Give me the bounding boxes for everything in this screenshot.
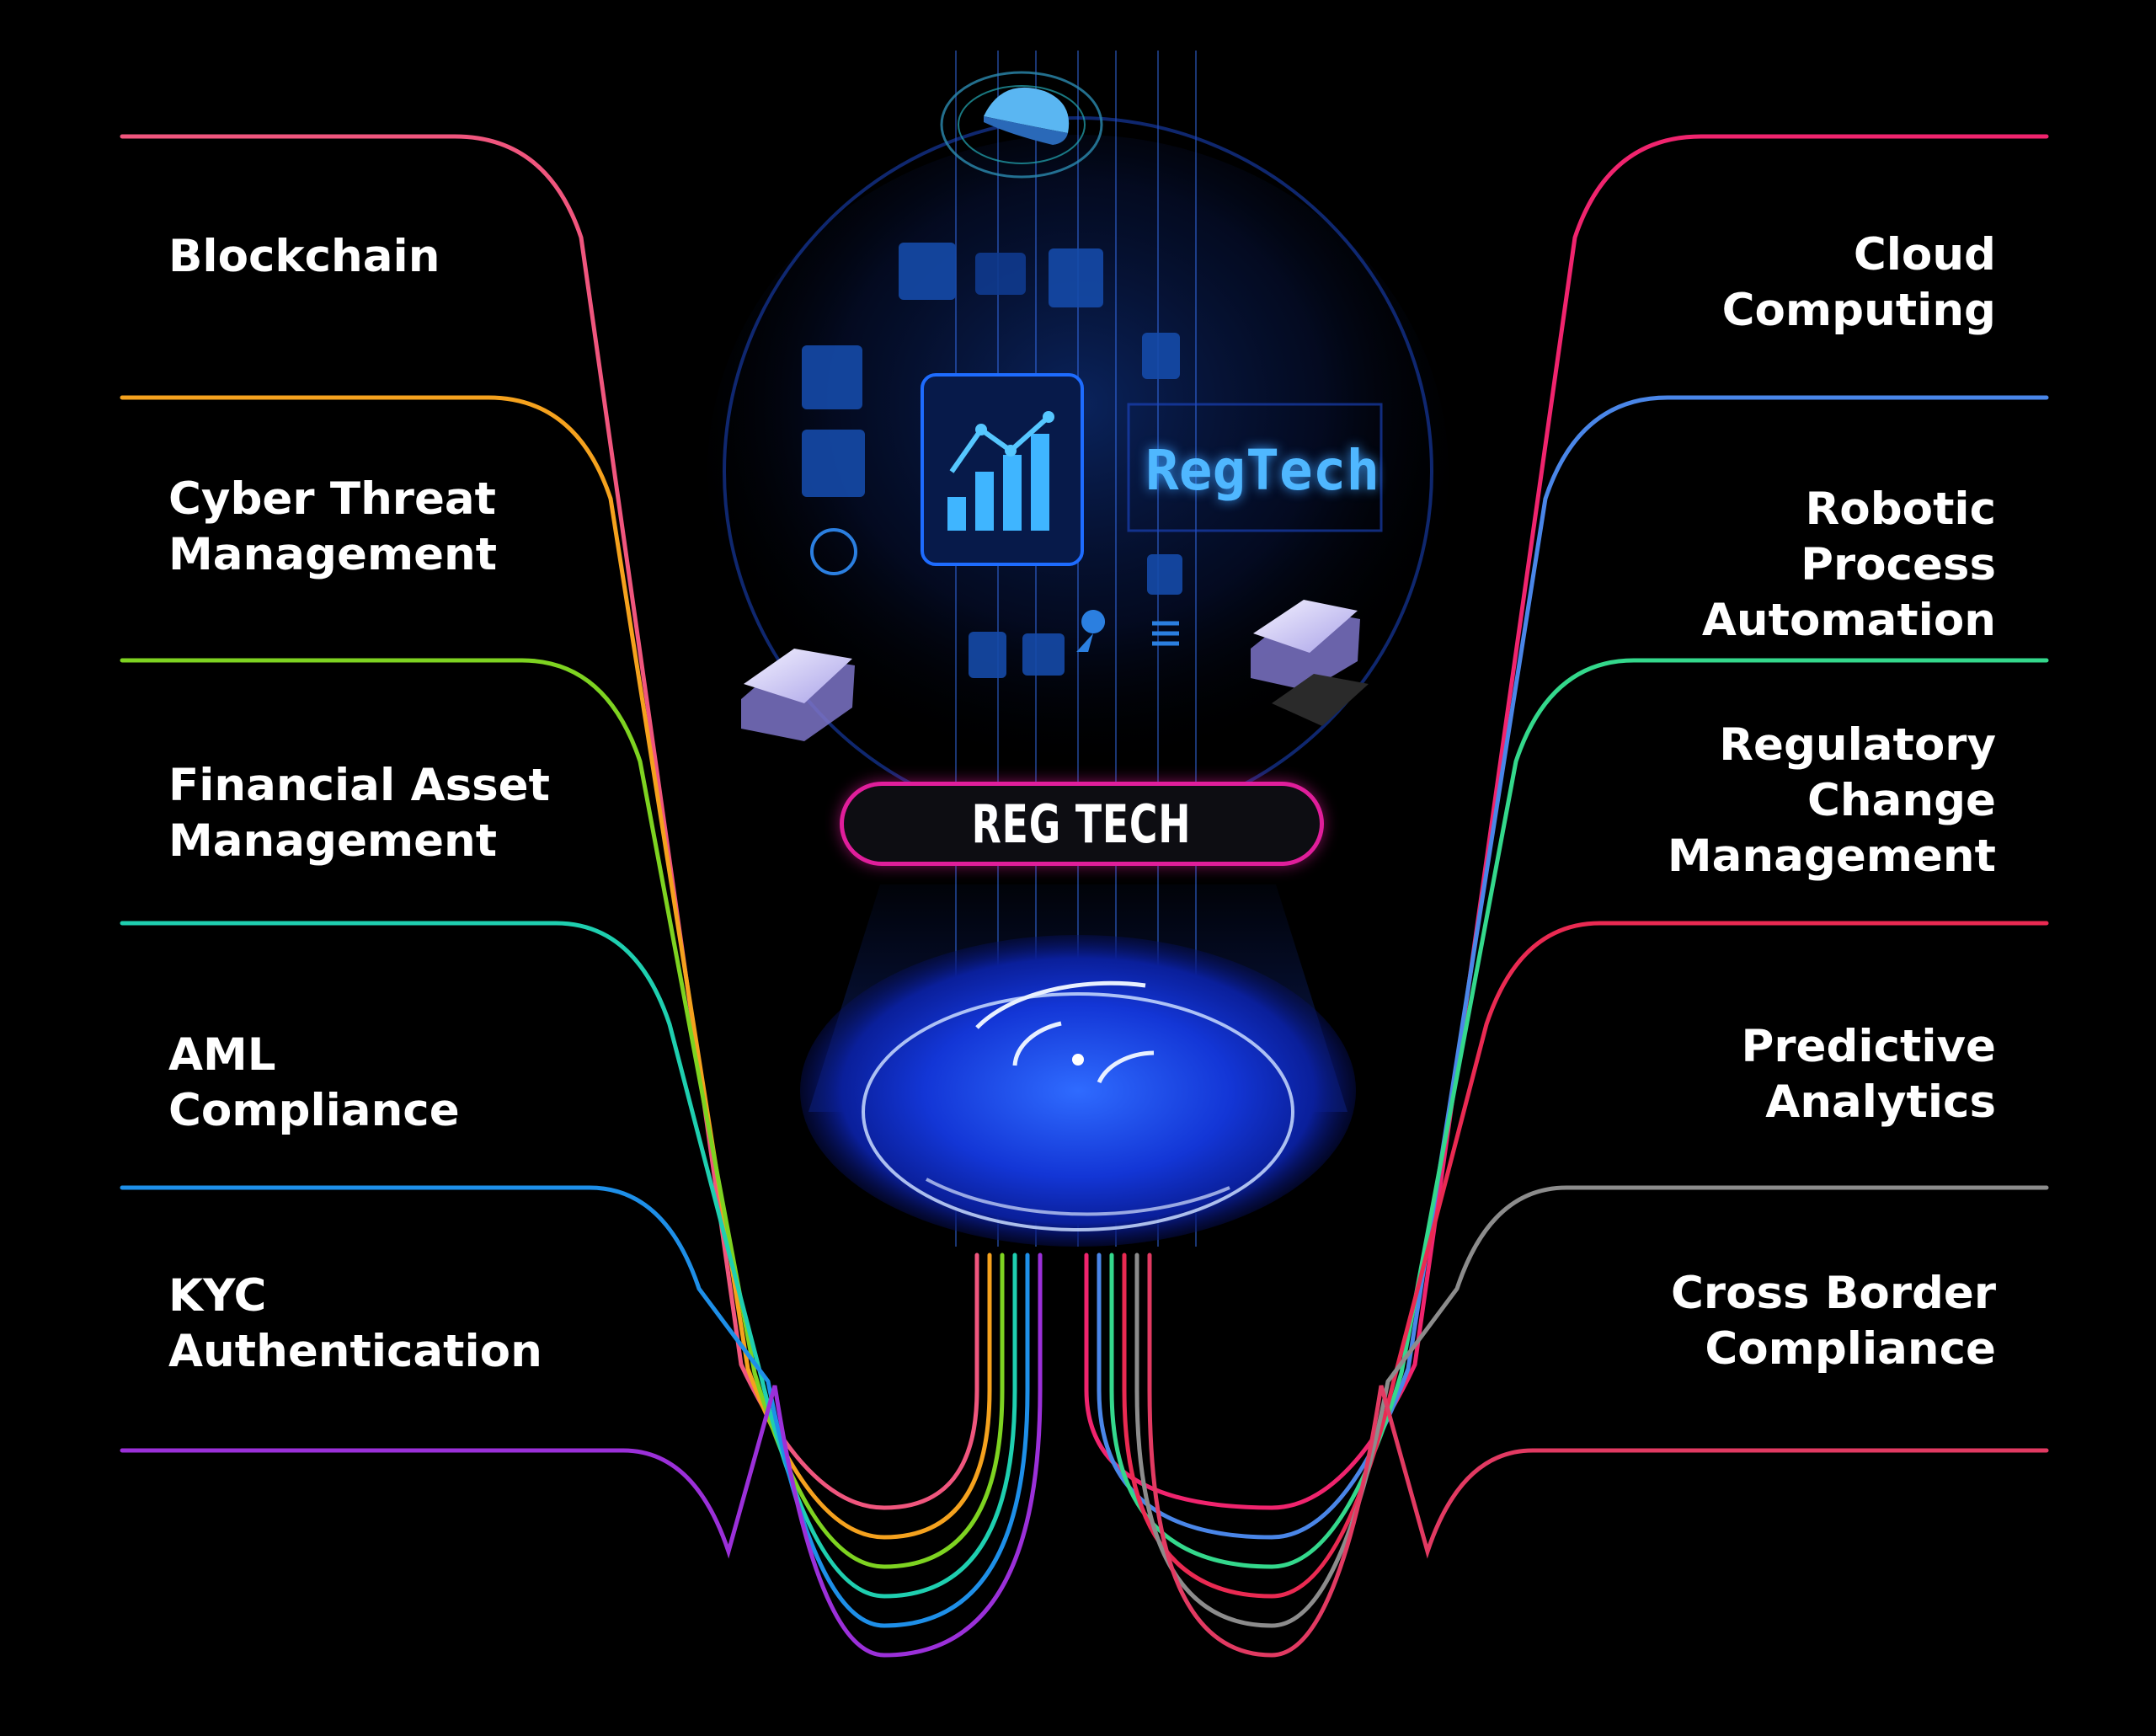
bulb-icon <box>1076 610 1106 652</box>
lock-icon <box>1147 554 1182 595</box>
screen-word: RegTech <box>1145 438 1380 503</box>
label-financial-asset-management: Financial Asset Management <box>168 760 550 867</box>
label-cyber-threat-management: Cyber Threat Management <box>168 473 498 580</box>
label-aml-compliance: AML Compliance <box>168 1029 460 1136</box>
chip-icon <box>1251 600 1369 726</box>
connector-right-5 <box>1147 1253 2049 1658</box>
label-regulatory-change-management: Regulatory Change Management <box>1667 719 1996 882</box>
label-cloud-computing: Cloud Computing <box>1721 229 1996 336</box>
connector-right-4 <box>1134 1185 2049 1628</box>
connector-left-1 <box>120 395 992 1540</box>
label-kyc-authentication: KYC Authentication <box>168 1270 542 1377</box>
label-cross-border-compliance: Cross Border Compliance <box>1671 1268 1996 1375</box>
label-robotic-process-automation: Robotic Process Automation <box>1701 483 1996 646</box>
center-title-badge: REG TECH <box>840 782 1324 866</box>
database-icon <box>1142 333 1180 379</box>
disc-icon <box>940 71 1103 179</box>
gears-icon <box>1049 248 1103 307</box>
connector-right-3 <box>1122 921 2049 1599</box>
growth-chart-icon <box>921 373 1084 566</box>
connector-lines <box>120 134 2049 1658</box>
search-icon <box>899 243 956 300</box>
connector-left-3 <box>120 921 1017 1599</box>
connector-left-2 <box>120 658 1005 1569</box>
label-predictive-analytics: Predictive Analytics <box>1741 1021 1996 1128</box>
connector-left-0 <box>120 134 979 1510</box>
hologram <box>707 51 1449 1247</box>
people-icon <box>975 253 1026 295</box>
gear-icon <box>802 345 862 409</box>
cloud-icon <box>1022 633 1065 676</box>
page-title: REG TECH <box>972 793 1192 855</box>
connector-right-0 <box>1084 134 2049 1510</box>
menu-icon <box>1152 621 1179 646</box>
connector-left-4 <box>120 1185 1030 1628</box>
chip-icon <box>741 649 855 741</box>
bar-chart-icon <box>802 430 865 497</box>
clock-icon <box>810 528 857 575</box>
connector-left-5 <box>120 1253 1043 1658</box>
label-blockchain: Blockchain <box>168 231 440 282</box>
person-icon <box>969 632 1006 678</box>
